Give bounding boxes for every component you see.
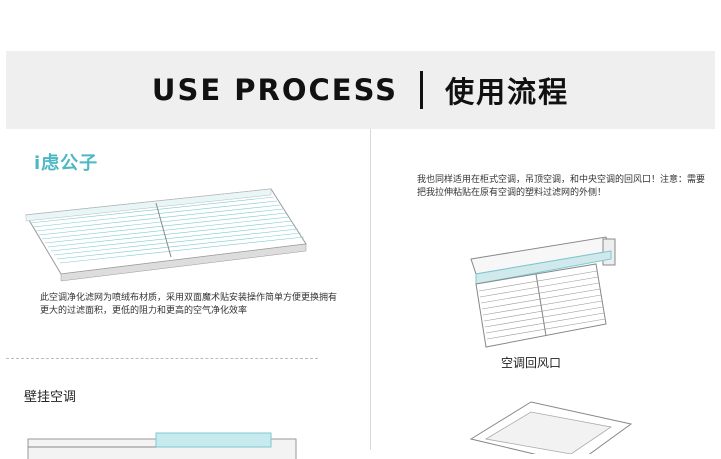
title-zh: 使用流程 [445, 75, 570, 109]
usage-note: 我也同样适用在柜式空调，吊顶空调，和中央空调的回风口！注意：需要把我拉伸粘贴在原… [417, 175, 706, 198]
title-en: USE PROCESS [151, 73, 399, 107]
filter-strip-illustration [25, 188, 307, 282]
right-panel: 我也同样适用在柜式空调，吊顶空调，和中央空调的回风口！注意：需要把我拉伸粘贴在原… [371, 129, 715, 454]
left-panel: i虑公子 此空调净化滤网为喷绒布材质，采用双面魔术贴安装操作简单方便更换拥有更大… [6, 129, 371, 459]
return-vent-caption: 空调回风口 [501, 356, 562, 370]
title-separator [420, 71, 424, 109]
header-title: USE PROCESS 使用流程 [6, 51, 715, 129]
brand-logo: i虑公子 [34, 153, 99, 174]
return-vent-illustration [470, 236, 616, 348]
header-band: USE PROCESS 使用流程 [6, 51, 715, 129]
ceiling-vent-illustration [469, 401, 633, 454]
wall-ac-illustration [27, 432, 297, 459]
section-label-wall-ac: 壁挂空调 [24, 390, 77, 405]
product-description: 此空调净化滤网为喷绒布材质，采用双面魔术贴安装操作简单方便更换拥有更大的过滤面积… [40, 293, 338, 316]
section-divider [6, 358, 318, 359]
